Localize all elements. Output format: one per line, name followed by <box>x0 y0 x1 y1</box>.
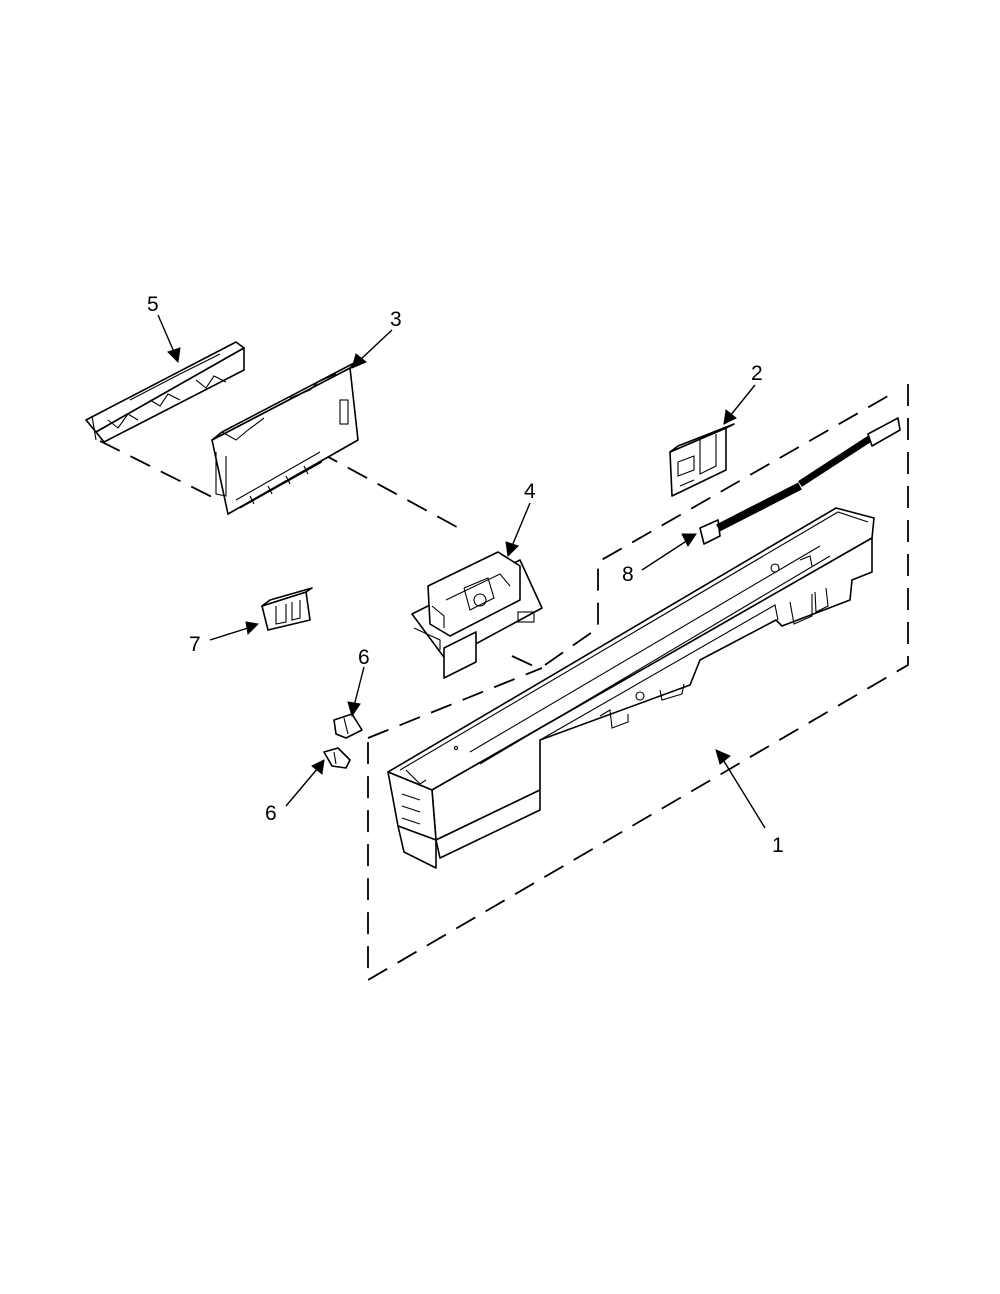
callout-6a: 6 <box>358 646 370 669</box>
alignment-lines <box>99 434 467 533</box>
callout-2: 2 <box>751 362 763 385</box>
callout-7: 7 <box>189 633 201 656</box>
callout-4: 4 <box>524 480 536 503</box>
callout-labels: 1 2 3 4 5 6 6 7 8 <box>147 293 784 857</box>
wire-harness-part-8 <box>699 417 901 545</box>
fastener-part-6-lower <box>323 747 351 769</box>
control-panel-console-part-1 <box>387 507 875 869</box>
callout-5: 5 <box>147 293 159 316</box>
bracket-part-2 <box>669 423 735 497</box>
callout-6b: 6 <box>265 802 277 825</box>
assembly-boundary <box>367 384 909 982</box>
callout-1: 1 <box>772 834 784 857</box>
callout-8: 8 <box>622 563 634 586</box>
fastener-part-6-upper <box>333 713 363 739</box>
callout-3: 3 <box>390 308 402 331</box>
trim-strip-part-5 <box>85 341 245 443</box>
leader-lines <box>157 314 766 829</box>
clip-part-7 <box>261 587 313 631</box>
control-board-part-3 <box>211 361 359 515</box>
switch-housing-part-4 <box>411 551 543 679</box>
